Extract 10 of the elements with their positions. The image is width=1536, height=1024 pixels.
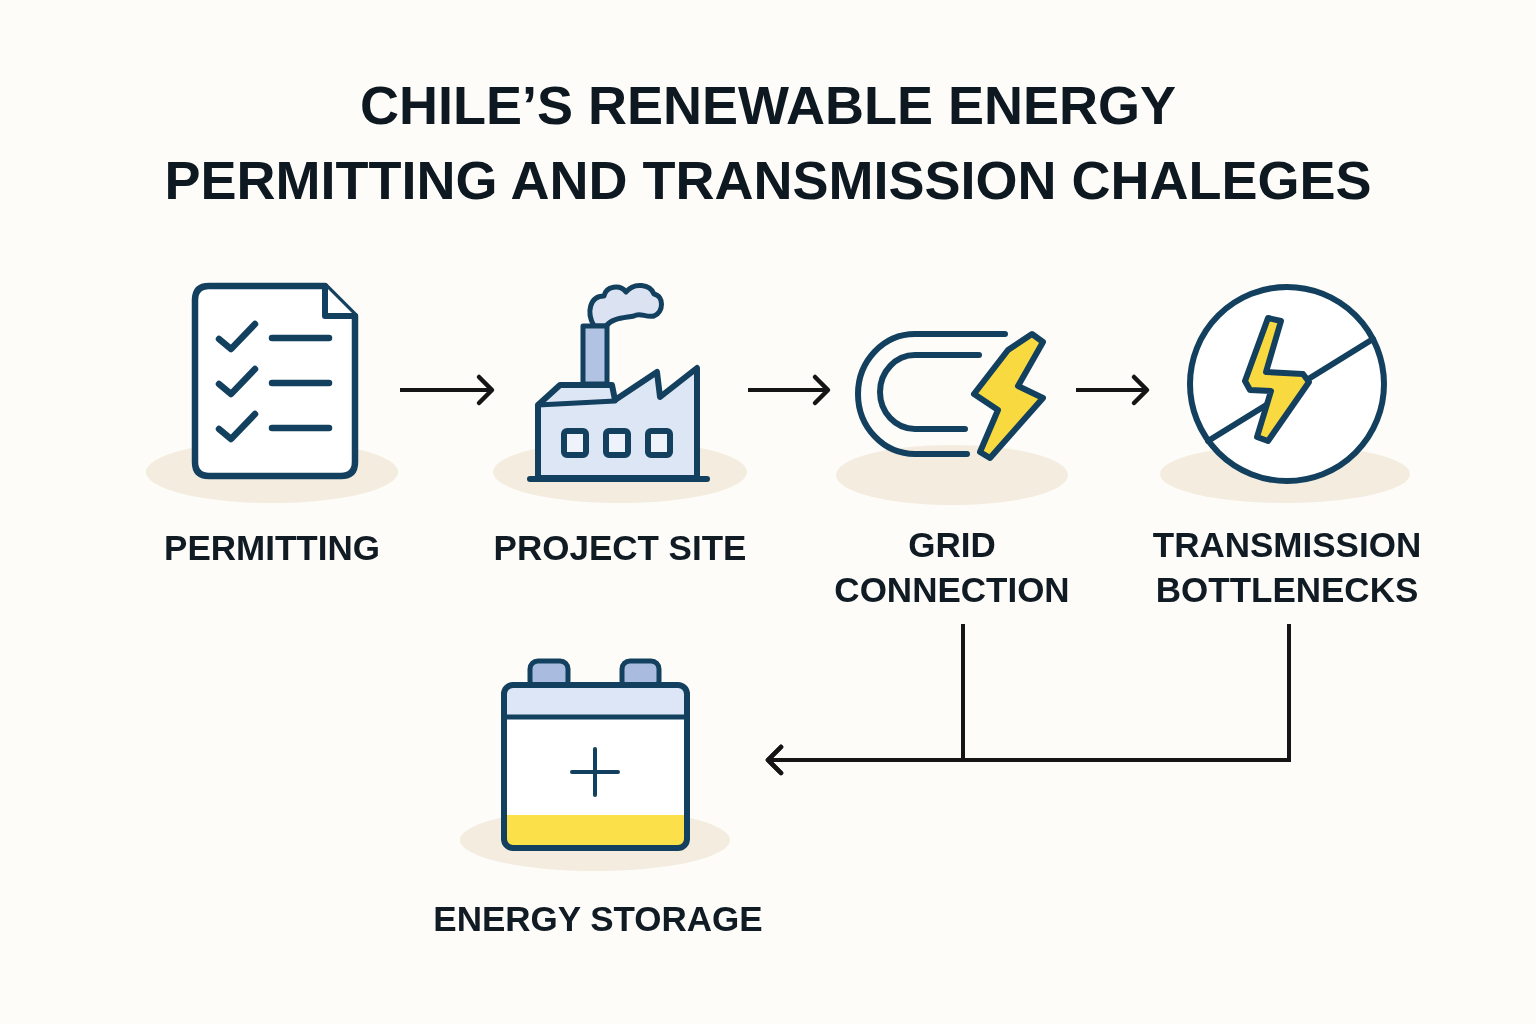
arrow xyxy=(1076,374,1150,406)
node-label: ENERGY STORAGE xyxy=(432,898,764,940)
arrow xyxy=(765,624,1291,776)
node-label: PROJECT SITE xyxy=(492,527,748,569)
diagram-title: CHILE’S RENEWABLE ENERGY PERMITTING AND TRANSMISSION CHALEGES xyxy=(163,74,1373,212)
arrow xyxy=(748,374,831,406)
node-label: TRANSMISSION BOTTLENECKS xyxy=(1151,524,1423,611)
node-label: GRID CONNECTION xyxy=(833,524,1071,611)
node-label: PERMITTING xyxy=(163,527,381,569)
arrow xyxy=(400,374,495,406)
